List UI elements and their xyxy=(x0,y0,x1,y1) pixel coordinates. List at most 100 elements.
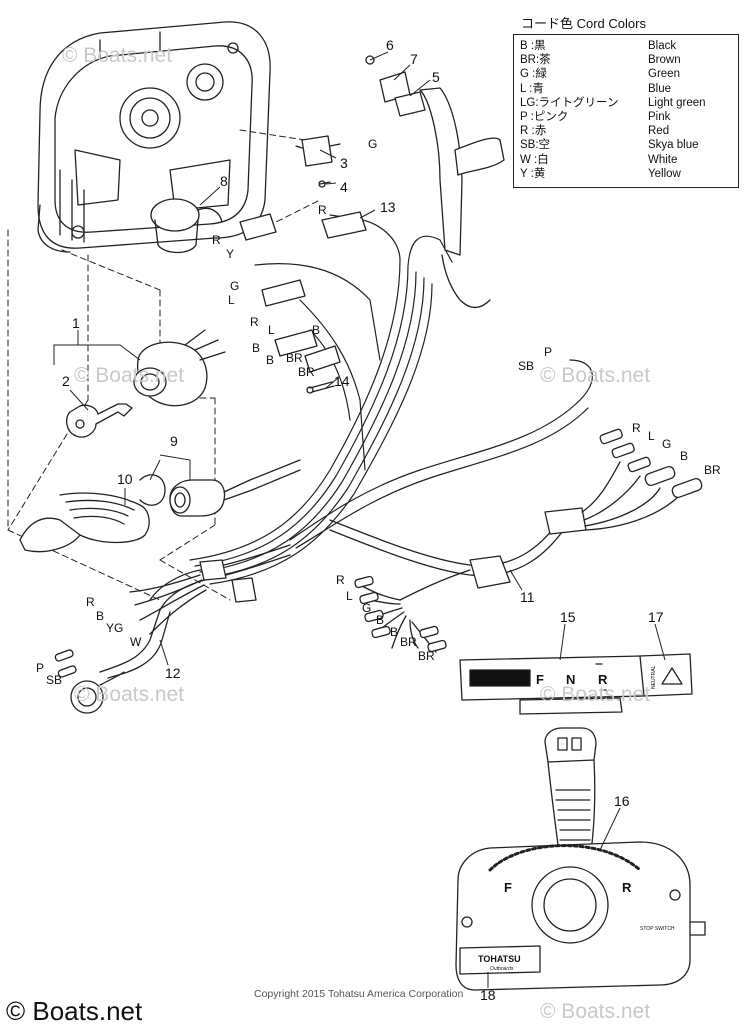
legend-code: Y :黄 xyxy=(520,167,546,180)
callout-13: 13 xyxy=(380,199,396,215)
side-mount-control xyxy=(455,727,706,991)
legend-row: L :青 Blue xyxy=(520,82,732,96)
gauge-letters: F N R NEUTRAL xyxy=(536,665,657,689)
leader-lines xyxy=(53,51,666,988)
wire-label: W xyxy=(130,635,142,649)
lanyard xyxy=(19,474,166,553)
wire-label: SB xyxy=(46,673,62,687)
callout-1: 1 xyxy=(72,315,80,331)
wire-label: B xyxy=(96,609,104,623)
wire-label: B xyxy=(680,449,688,463)
legend-row: SB:空 Skya blue xyxy=(520,138,732,152)
relay-3 xyxy=(295,135,341,188)
legend-name: Red xyxy=(648,125,670,138)
wire-label: B xyxy=(312,323,320,337)
wire-label: R xyxy=(212,233,221,247)
callout-11: 11 xyxy=(520,589,535,605)
neutral-gauge xyxy=(459,653,693,715)
wire-label: R xyxy=(318,203,327,217)
gauge-n: N xyxy=(566,672,575,687)
callout-numbers: 1 2 3 4 5 6 7 8 9 10 11 12 13 14 15 16 1… xyxy=(62,37,664,1003)
wire-label: G xyxy=(662,437,671,451)
wire-label: B xyxy=(376,613,384,627)
wire-label: L xyxy=(648,429,655,443)
buzzer-8 xyxy=(150,198,223,254)
callout-5: 5 xyxy=(432,69,440,85)
legend-row: Y :黄 Yellow xyxy=(520,167,732,181)
lever-brand-sub: Outboards xyxy=(490,966,514,972)
lever-f: F xyxy=(504,880,512,895)
wire-label: BR xyxy=(286,351,303,365)
callout-7: 7 xyxy=(410,51,418,67)
legend-name: Green xyxy=(648,68,680,81)
connector-set-11 xyxy=(354,575,447,653)
legend-row: BR:茶 Brown xyxy=(520,53,732,67)
watermark: © Boats.net xyxy=(540,683,651,706)
wire-label: B xyxy=(390,625,398,639)
watermark: © Boats.net xyxy=(74,683,185,706)
wire-label: G xyxy=(368,137,377,151)
callout-2: 2 xyxy=(62,373,70,389)
wire-labels: G R R Y G L R L B B B BR BR P SB R L G B… xyxy=(36,137,721,687)
wire-label: BR xyxy=(400,635,417,649)
callout-10: 10 xyxy=(117,471,133,487)
legend-code: L :青 xyxy=(520,82,544,95)
legend-name: White xyxy=(648,153,678,166)
callout-14: 14 xyxy=(334,373,350,389)
wire-label: BR xyxy=(704,463,721,477)
lever-brand: TOHATSU xyxy=(478,954,521,964)
harness-12 xyxy=(99,544,291,679)
legend-code: P :ピンク xyxy=(520,110,569,123)
remote-control-housing xyxy=(37,21,271,253)
legend-code: B :黒 xyxy=(520,40,546,52)
wire-label: R xyxy=(336,573,345,587)
legend-name: Light green xyxy=(648,96,706,109)
wire-label: G xyxy=(230,279,239,293)
callout-18: 18 xyxy=(480,987,496,1003)
callout-9: 9 xyxy=(170,433,178,449)
callout-4: 4 xyxy=(340,179,348,195)
legend-code: SB:空 xyxy=(520,139,551,152)
boats-net-brand: © Boats.net xyxy=(6,996,143,1026)
wire-label: L xyxy=(268,323,275,337)
callout-12: 12 xyxy=(165,665,181,681)
connector-set-right xyxy=(599,428,703,499)
legend-name: Blue xyxy=(648,82,672,95)
legend-name: Skya blue xyxy=(648,139,699,152)
legend-row: W :白 White xyxy=(520,153,732,167)
wire-label: L xyxy=(346,589,353,603)
legend-name: Yellow xyxy=(648,167,681,180)
callout-8: 8 xyxy=(220,173,228,189)
legend-title: コード色 Cord Colors xyxy=(521,16,646,31)
key-switch xyxy=(133,329,226,407)
wire-label: BR xyxy=(418,649,435,663)
wire-label: R xyxy=(632,421,641,435)
callout-15: 15 xyxy=(560,609,576,625)
legend-name: Brown xyxy=(648,54,681,67)
callout-3: 3 xyxy=(340,155,348,171)
legend-name: Black xyxy=(648,40,677,52)
wire-label: R xyxy=(86,595,95,609)
legend-code: W :白 xyxy=(520,153,549,166)
wire-label: SB xyxy=(518,359,534,373)
legend-code: BR:茶 xyxy=(520,54,551,67)
callout-17: 17 xyxy=(648,609,664,625)
watermark: © Boats.net xyxy=(540,364,651,387)
wire-label: P xyxy=(36,661,44,675)
copyright-notice: Copyright 2015 Tohatsu America Corporati… xyxy=(254,988,464,1000)
connector-12 xyxy=(54,649,125,714)
wire-label: G xyxy=(362,601,371,615)
watermark: © Boats.net xyxy=(74,364,185,387)
ignition-key xyxy=(65,403,133,438)
gauge-f: F xyxy=(536,672,544,687)
lever-r: R xyxy=(622,880,632,895)
stop-switch-label: STOP SWITCH xyxy=(640,926,675,932)
stop-switch xyxy=(169,459,301,517)
watermark: © Boats.net xyxy=(540,1000,651,1023)
trim-handle xyxy=(365,55,505,309)
lever-letters: F R STOP SWITCH TOHATSU Outboards xyxy=(478,880,675,972)
